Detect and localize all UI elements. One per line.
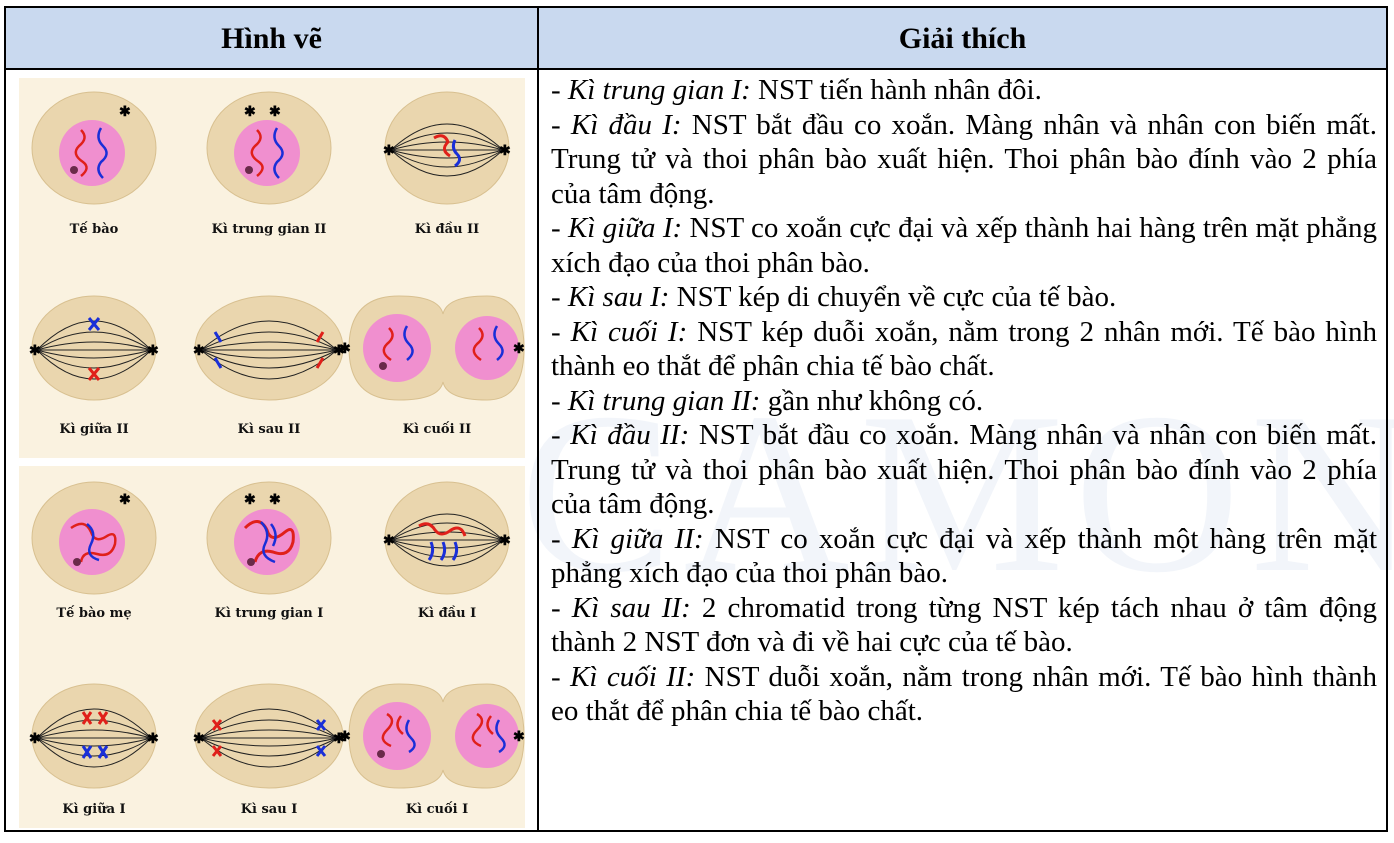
- explanation-item: - Kì trung gian I: NST tiến hành nhân đô…: [551, 73, 1377, 108]
- cell-ki-dau-1: ✱ ✱: [383, 481, 511, 595]
- cell-ki-giua-2: ✱ ✱: [29, 295, 159, 401]
- svg-text:✱: ✱: [499, 534, 511, 549]
- table-header: Hình vẽ Giải thích: [6, 8, 1386, 70]
- explanation-column: - Kì trung gian I: NST tiến hành nhân đô…: [551, 73, 1377, 729]
- meiosis-2-diagram: ✱ ✱ ✱: [29, 91, 525, 401]
- phase-description: NST kép duỗi xoắn, nằm trong 2 nhân mới.…: [551, 315, 1377, 383]
- svg-text:✱: ✱: [147, 344, 159, 359]
- cell-ki-giua-1: ✱ ✱: [29, 683, 159, 789]
- explanation-item: - Kì sau I: NST kép di chuyển về cực của…: [551, 280, 1377, 315]
- phase-name: - Kì trung gian II:: [551, 384, 761, 417]
- svg-text:✱: ✱: [29, 344, 41, 359]
- explanation-item: - Kì giữa I: NST co xoắn cực đại và xếp …: [551, 211, 1377, 280]
- svg-text:✱: ✱: [339, 730, 351, 745]
- label-te-bao-me: Tế bào mẹ: [56, 606, 132, 621]
- phase-name: - Kì sau I:: [551, 281, 670, 313]
- meiosis-1-diagram: ✱ ✱ ✱: [29, 481, 525, 789]
- phase-name: - Kì đầu II:: [551, 419, 690, 451]
- column-divider: [537, 8, 539, 830]
- phase-name: - Kì trung gian I:: [551, 74, 751, 106]
- svg-text:✱: ✱: [269, 493, 281, 508]
- label-ki-cuoi-1: Kì cuối I: [405, 802, 469, 817]
- cell-ki-trung-gian-1: ✱ ✱: [206, 481, 332, 595]
- phase-name: - Kì giữa II:: [551, 522, 704, 555]
- svg-text:✱: ✱: [193, 344, 205, 359]
- cell-ki-dau-2: ✱ ✱: [383, 91, 511, 205]
- cell-te-bao-me: ✱: [31, 481, 157, 595]
- explanation-item: - Kì đầu I: NST bắt đầu co xoắn. Màng nh…: [551, 108, 1377, 212]
- cell-ki-cuoi-1: ✱ ✱: [339, 683, 525, 789]
- cell-ki-sau-2: ✱ ✱: [193, 295, 345, 401]
- svg-text:✱: ✱: [339, 342, 351, 357]
- explanation-item: - Kì giữa II: NST co xoắn cực đại và xếp…: [551, 522, 1377, 591]
- label-te-bao: Tế bào: [69, 222, 119, 237]
- explanation-item: - Kì sau II: 2 chromatid trong từng NST …: [551, 591, 1377, 660]
- cell-te-bao: ✱: [31, 91, 157, 205]
- svg-text:✱: ✱: [244, 493, 256, 508]
- svg-text:✱: ✱: [333, 732, 345, 747]
- phase-description: NST bắt đầu co xoắn. Màng nhân và nhân c…: [551, 419, 1377, 520]
- label-ki-giua-2: Kì giữa II: [59, 422, 129, 437]
- phase-description: NST co xoắn cực đại và xếp thành hai hàn…: [551, 212, 1377, 279]
- cell-ki-trung-gian-2: ✱ ✱: [206, 91, 332, 205]
- svg-text:✱: ✱: [383, 534, 395, 549]
- phase-description: NST bắt đầu co xoắn. Màng nhân và nhân c…: [551, 108, 1377, 210]
- figure-panel-meiosis-1: ✱ ✱ ✱: [19, 466, 525, 828]
- phase-description: NST tiến hành nhân đôi.: [750, 74, 1042, 106]
- cell-ki-cuoi-2: ✱ ✱: [339, 295, 525, 401]
- svg-text:✱: ✱: [499, 144, 511, 159]
- svg-text:✱: ✱: [269, 105, 281, 120]
- phase-description: NST duỗi xoắn, nằm trong nhân mới. Tế bà…: [551, 660, 1377, 728]
- svg-text:✱: ✱: [29, 732, 41, 747]
- explanation-item: - Kì đầu II: NST bắt đầu co xoắn. Màng n…: [551, 418, 1377, 522]
- svg-text:✱: ✱: [383, 144, 395, 159]
- label-ki-trung-gian-2: Kì trung gian II: [211, 222, 327, 237]
- label-ki-dau-2: Kì đầu II: [414, 222, 480, 237]
- phase-description: gần như không có.: [760, 384, 984, 417]
- svg-text:✱: ✱: [513, 342, 525, 357]
- meiosis-table: Hình vẽ Giải thích ✱: [4, 6, 1388, 832]
- svg-text:✱: ✱: [333, 344, 345, 359]
- phase-description: 2 chromatid trong từng NST kép tách nhau…: [551, 591, 1377, 659]
- figure-column: ✱ ✱ ✱: [6, 70, 537, 830]
- label-ki-giua-1: Kì giữa I: [62, 802, 126, 817]
- label-ki-sau-2: Kì sau II: [237, 422, 301, 437]
- figure-panel-meiosis-2: ✱ ✱ ✱: [19, 78, 525, 458]
- header-figure: Hình vẽ: [221, 22, 322, 55]
- svg-text:✱: ✱: [193, 732, 205, 747]
- label-ki-sau-1: Kì sau I: [240, 802, 298, 817]
- svg-text:✱: ✱: [119, 493, 131, 508]
- label-ki-trung-gian-1: Kì trung gian I: [214, 606, 324, 621]
- svg-text:✱: ✱: [119, 105, 131, 120]
- explanation-item: - Kì cuối I: NST kép duỗi xoắn, nằm tron…: [551, 315, 1377, 384]
- phase-description: NST co xoắn cực đại và xếp thành một hàn…: [551, 522, 1378, 590]
- phase-description: NST kép di chuyển về cực của tế bào.: [669, 281, 1117, 313]
- svg-text:✱: ✱: [147, 732, 159, 747]
- phase-name: - Kì sau II:: [551, 591, 691, 624]
- explanation-text: - Kì trung gian I: NST tiến hành nhân đô…: [551, 73, 1377, 729]
- svg-text:✱: ✱: [244, 105, 256, 120]
- phase-name: - Kì cuối I:: [551, 315, 688, 348]
- phase-name: - Kì giữa I:: [551, 212, 683, 244]
- explanation-item: - Kì cuối II: NST duỗi xoắn, nằm trong n…: [551, 660, 1377, 729]
- svg-text:✱: ✱: [513, 730, 525, 745]
- label-ki-dau-1: Kì đầu I: [417, 606, 477, 621]
- header-explanation: Giải thích: [898, 22, 1027, 55]
- explanation-item: - Kì trung gian II: gần như không có.: [551, 384, 1377, 419]
- phase-name: - Kì đầu I:: [551, 108, 682, 141]
- cell-ki-sau-1: ✱ ✱: [193, 683, 345, 789]
- label-ki-cuoi-2: Kì cuối II: [402, 422, 472, 437]
- phase-name: - Kì cuối II:: [551, 660, 696, 693]
